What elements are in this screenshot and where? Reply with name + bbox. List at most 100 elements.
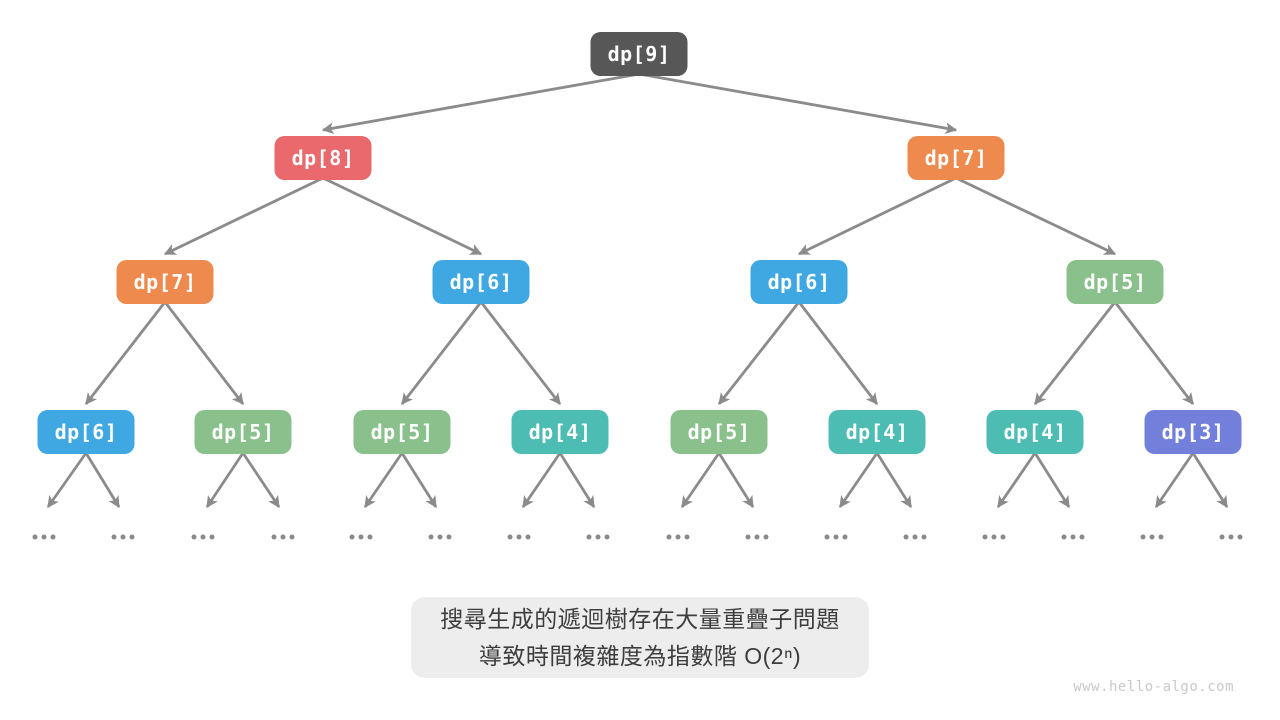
ellipsis-dot	[120, 534, 126, 540]
edge-arrow	[205, 452, 245, 508]
tree-node-label: dp[7]	[924, 146, 988, 170]
ellipsis-dot	[1061, 534, 1067, 540]
edge-arrow	[1033, 301, 1117, 405]
tree-node-label: dp[4]	[1003, 420, 1067, 444]
edge-arrow	[996, 452, 1037, 508]
ellipsis-dot	[200, 534, 206, 540]
ellipsis-dot	[1228, 534, 1234, 540]
ellipsis-dot	[824, 534, 830, 540]
ellipsis-dot	[991, 534, 997, 540]
ellipsis-leaf	[191, 534, 215, 540]
edge-arrow	[1191, 452, 1229, 508]
ellipsis-dot	[1079, 534, 1085, 540]
tree-node-label: dp[8]	[291, 146, 355, 170]
ellipsis-leaf	[666, 534, 690, 540]
tree-node: dp[5]	[1066, 260, 1164, 304]
ellipsis-dot	[666, 534, 672, 540]
ellipsis-leaf	[507, 534, 531, 540]
edge-arrow	[84, 452, 121, 509]
caption-box: 搜尋生成的遞迴樹存在大量重疊子問題 導致時間複雜度為指數階 O(2ⁿ)	[411, 597, 869, 678]
ellipsis-dot	[367, 534, 373, 540]
tree-node: dp[7]	[116, 260, 214, 304]
ellipsis-dot	[604, 534, 610, 540]
ellipsis-dot	[982, 534, 988, 540]
ellipsis-dot	[516, 534, 522, 540]
tree-node-label: dp[6]	[767, 270, 831, 294]
edge-arrow	[521, 452, 562, 508]
edge-arrow	[241, 452, 281, 508]
tree-node: dp[8]	[274, 136, 372, 180]
ellipsis-dot	[842, 534, 848, 540]
ellipsis-leaf	[1140, 534, 1164, 540]
edge-arrow	[875, 452, 913, 508]
caption-line-2: 導致時間複雜度為指數階 O(2ⁿ)	[478, 642, 802, 669]
ellipsis-dot	[129, 534, 135, 540]
tree-node: dp[6]	[37, 410, 135, 454]
edge-arrow	[1154, 452, 1195, 508]
ellipsis-dot	[32, 534, 38, 540]
ellipsis-leaf	[586, 534, 610, 540]
ellipsis-dot	[1219, 534, 1225, 540]
ellipsis-dot	[1149, 534, 1155, 540]
tree-node: dp[9]	[590, 32, 688, 76]
ellipsis-dot	[525, 534, 531, 540]
ellipsis-dot	[507, 534, 513, 540]
tree-node-label: dp[7]	[133, 270, 197, 294]
ellipsis-dot	[684, 534, 690, 540]
edge-arrow	[1033, 452, 1071, 508]
edge-arrow	[838, 452, 879, 508]
ellipsis-dot	[833, 534, 839, 540]
tree-node: dp[7]	[907, 136, 1005, 180]
ellipsis-dot	[111, 534, 117, 540]
ellipsis-dot	[1158, 534, 1164, 540]
ellipsis-dot	[1140, 534, 1146, 540]
ellipsis-dot	[595, 534, 601, 540]
caption-line-1: 搜尋生成的遞迴樹存在大量重疊子問題	[440, 605, 840, 632]
ellipsis-leaf	[745, 534, 769, 540]
ellipsis-dot	[349, 534, 355, 540]
ellipsis-leaf	[903, 534, 927, 540]
ellipsis-leaf	[824, 534, 848, 540]
edge-arrow	[163, 301, 245, 405]
ellipsis-dot	[209, 534, 215, 540]
tree-node: dp[6]	[750, 260, 848, 304]
ellipsis-dot	[1237, 534, 1243, 540]
tree-node-label: dp[5]	[1083, 270, 1147, 294]
tree-node: dp[5]	[353, 410, 451, 454]
tree-node: dp[5]	[194, 410, 292, 454]
ellipsis-dot	[437, 534, 443, 540]
ellipsis-dot	[921, 534, 927, 540]
ellipsis-dot	[271, 534, 277, 540]
edge-arrow	[400, 452, 438, 508]
ellipsis-dot	[754, 534, 760, 540]
ellipsis-dot	[903, 534, 909, 540]
edge-arrow	[46, 452, 88, 508]
tree-node: dp[4]	[986, 410, 1084, 454]
watermark: www.hello-algo.com	[1073, 679, 1234, 695]
edge-arrow	[680, 452, 721, 508]
ellipsis-dot	[1000, 534, 1006, 540]
edge-arrow	[363, 452, 404, 508]
tree-node-label: dp[4]	[528, 420, 592, 444]
tree-node-label: dp[5]	[370, 420, 434, 444]
edge-arrow	[558, 452, 596, 508]
ellipsis-leaf	[111, 534, 135, 540]
tree-node: dp[5]	[670, 410, 768, 454]
edge-arrow	[322, 176, 483, 256]
ellipsis-dot	[446, 534, 452, 540]
edge-arrow	[638, 72, 958, 134]
edge-arrow	[717, 452, 755, 508]
ellipsis-leaf	[32, 534, 56, 540]
ellipsis-dot	[191, 534, 197, 540]
ellipsis-leaf	[349, 534, 373, 540]
ellipsis-leaf	[1219, 534, 1243, 540]
ellipsis-dot	[675, 534, 681, 540]
tree-node: dp[3]	[1144, 410, 1242, 454]
tree-node: dp[4]	[828, 410, 926, 454]
ellipsis-dot	[280, 534, 286, 540]
edge-arrow	[955, 176, 1117, 256]
ellipsis-dot	[428, 534, 434, 540]
tree-node-label: dp[9]	[607, 42, 671, 66]
tree-node-label: dp[6]	[449, 270, 513, 294]
